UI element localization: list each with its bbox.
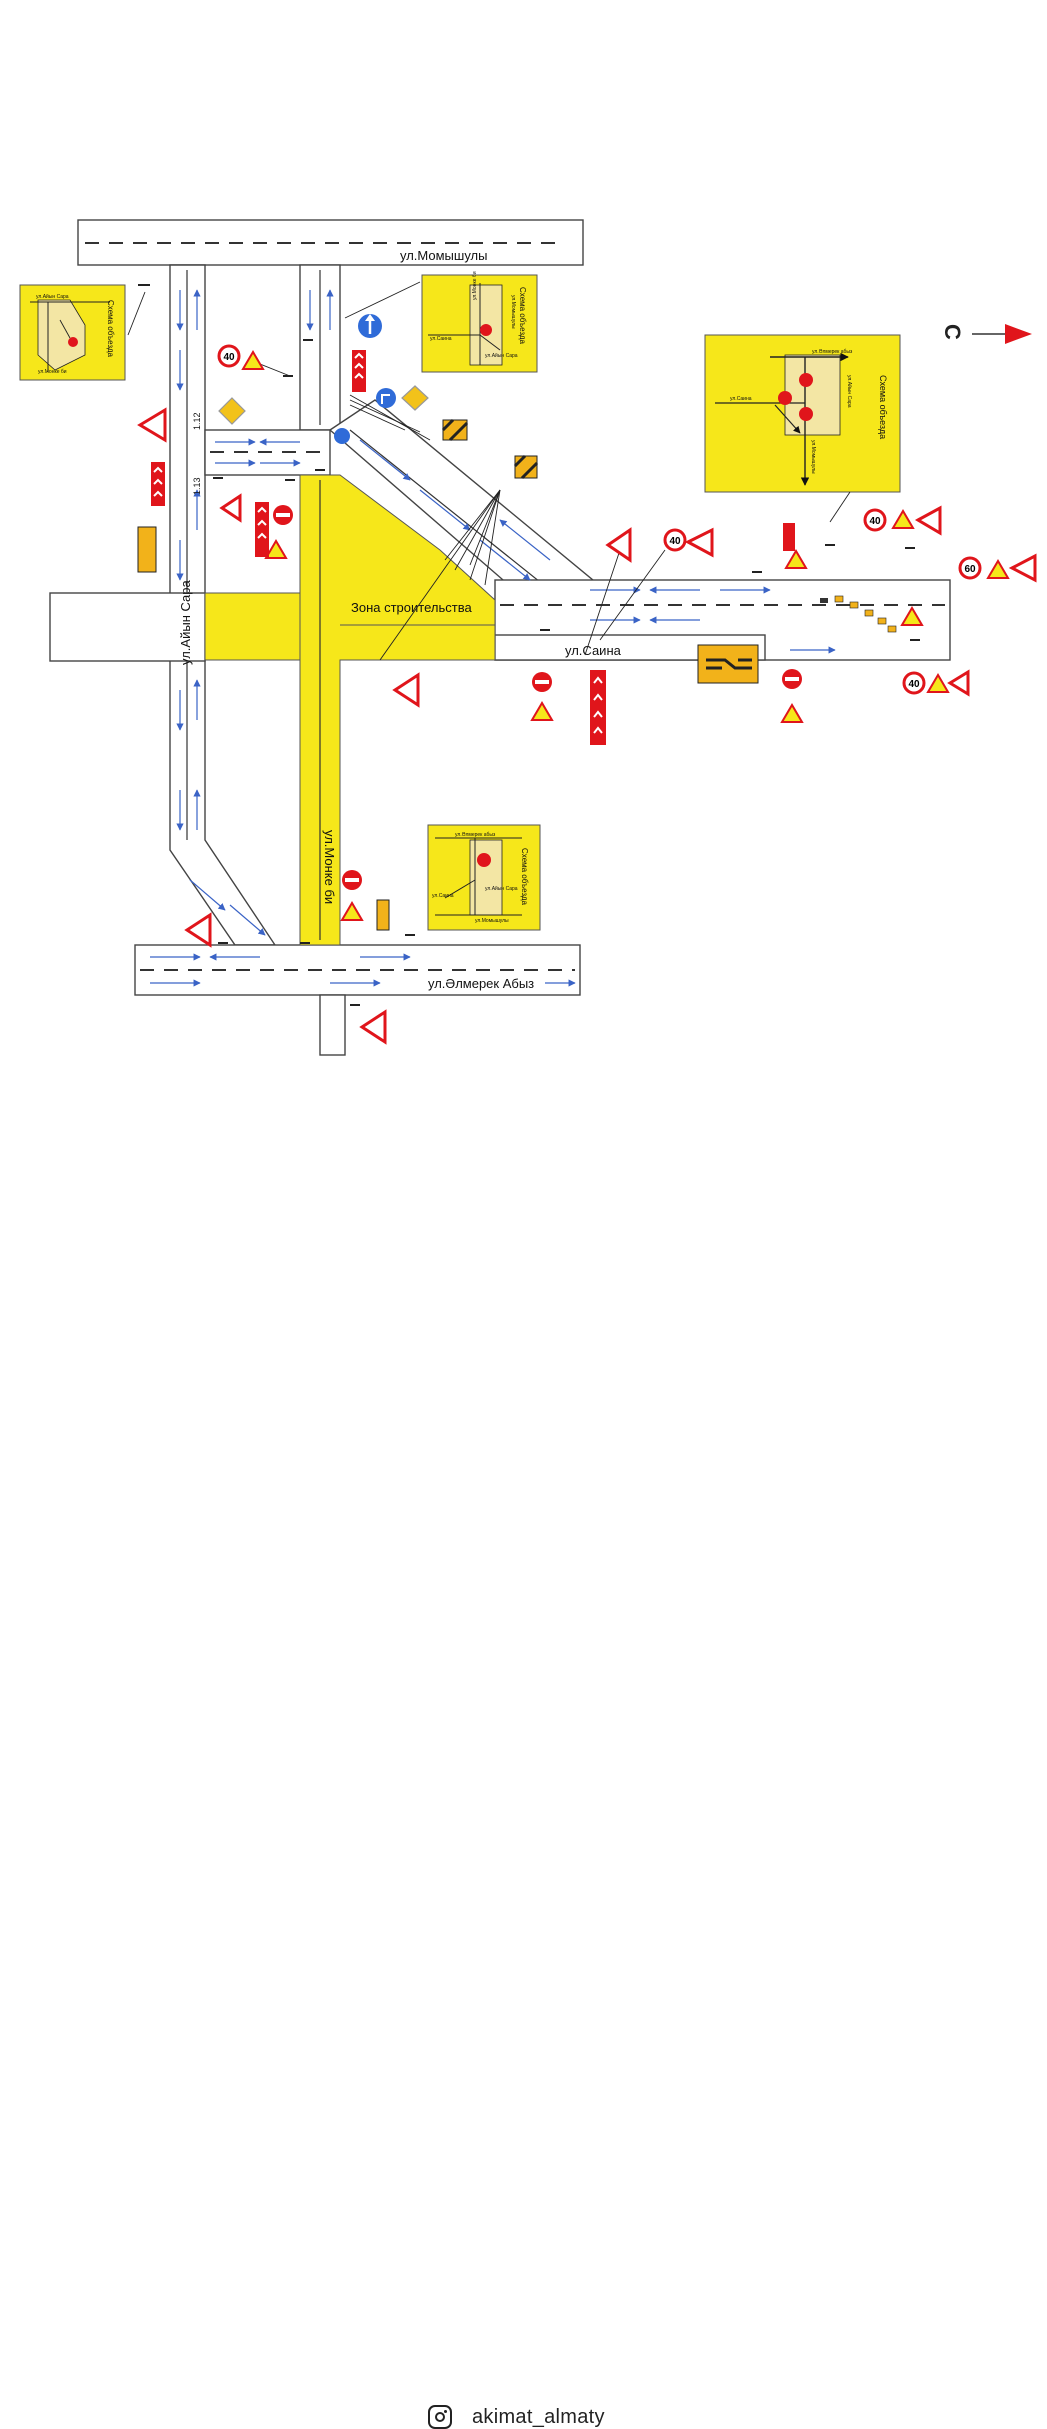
road-narrowing-sign (684, 527, 714, 558)
speed-limit-40-sign: 40 (863, 508, 887, 532)
marking-1-13: 1.13 (192, 477, 202, 495)
chevron-board (255, 502, 269, 557)
hazard-board (441, 418, 469, 442)
priority-road-sign (218, 397, 246, 425)
construction-zone-label: Зона строительства (351, 600, 472, 615)
scheme-tl-label-1: ул.Айын Сара (36, 293, 69, 300)
scheme-r-label-3: ул.Айын Сара (846, 375, 853, 408)
street-label-momyshuly: ул.Момышулы (400, 248, 487, 263)
speed-limit-40-sign: 40 (902, 671, 926, 695)
footer: akimat_almaty (0, 1195, 1047, 2429)
road-works-sign (530, 701, 554, 721)
scheme-tc-title: Схема объезда (518, 287, 527, 345)
scheme-tc-label-1: ул.Саина (430, 336, 452, 342)
turn-right-only-sign (376, 388, 396, 408)
detour-scheme-top-center: ул.Саина ул.Айын Сара ул.Монке би ул.Мом… (421, 271, 538, 373)
scheme-b-title: Схема объезда (520, 848, 529, 906)
scheme-r-label-4: ул.Момышулы (810, 440, 816, 474)
detour-scheme-right: ул.Әлмерек абыз ул.Саина ул.Айын Сара ул… (704, 334, 901, 493)
priority-road-sign (401, 385, 429, 411)
no-entry-sign (782, 669, 802, 689)
warning-triangle-sign (359, 1009, 387, 1045)
scheme-b-label-2: ул.Айын Сара (485, 885, 518, 892)
sign-posts (138, 284, 920, 1006)
road-narrowing-sign (947, 669, 970, 697)
scheme-tc-label-2: ул.Айын Сара (485, 352, 518, 359)
road-works-sign (784, 549, 808, 569)
road-works-sign (264, 539, 288, 559)
road-works-sign (780, 703, 804, 723)
road-narrowing-sign (605, 527, 632, 563)
scheme-tl-title: Схема объезда (106, 300, 115, 358)
svg-text:40: 40 (669, 536, 681, 547)
left-stub-road (49, 592, 206, 662)
north-arrow: С (940, 324, 1032, 344)
street-momyshuly-road (77, 219, 584, 266)
straight-only-sign (358, 314, 382, 338)
svg-text:60: 60 (964, 564, 976, 575)
lane-shift-sign (697, 644, 759, 684)
no-entry-sign (273, 505, 293, 525)
detour-scheme-top-left: ул.Айын Сара ул.Монке би Схема объезда (19, 284, 126, 381)
scheme-r-label-2: ул.Саина (730, 396, 752, 402)
road-narrowing-sign (914, 505, 942, 536)
direction-sign (334, 428, 350, 444)
marking-1-12: 1.12 (192, 412, 202, 430)
scheme-tl-label-2: ул.Монке би (38, 369, 67, 375)
street-label-olmerek: ул.Әлмерек Абыз (428, 976, 534, 991)
scheme-tc-label-3: ул.Монке би (472, 271, 478, 300)
scheme-tc-label-4: ул.Момышулы (510, 295, 516, 329)
construction-zone: Зона строительства (204, 474, 496, 946)
north-arrow-icon (1005, 324, 1032, 344)
no-entry-sign (342, 870, 362, 890)
road-narrowing-sign (392, 672, 420, 708)
street-monke-bi-north-road (299, 264, 341, 431)
street-label-monke-bi: ул.Монке би (322, 830, 337, 904)
traffic-scheme-map: Зона строительства (19, 219, 1037, 1056)
svg-text:40: 40 (869, 516, 881, 527)
street-olmerek-abyz-road (134, 944, 581, 1056)
road-works-sign (900, 606, 924, 626)
chevron-board (352, 350, 366, 392)
scheme-b-label-4: ул.Саина (432, 893, 454, 899)
detour-info-board (376, 899, 390, 931)
no-entry-sign (532, 672, 552, 692)
street-label-saina: ул.Саина (565, 643, 622, 658)
detour-info-board (137, 526, 157, 573)
road-works-sign (891, 509, 915, 529)
speed-limit-40-sign: 40 (663, 528, 687, 552)
speed-limit-40-sign: 40 (217, 344, 241, 368)
detour-scheme-bottom: ул.Әлмерек абыз ул.Айын Сара ул.Момышулы… (427, 824, 541, 931)
scheme-r-title: Схема объезда (878, 375, 888, 439)
svg-text:40: 40 (908, 679, 920, 690)
road-narrowing-sign (1008, 553, 1037, 583)
road-works-sign (986, 559, 1010, 579)
scheme-b-label-3: ул.Момышулы (475, 918, 509, 924)
chevron-board (590, 670, 606, 745)
street-label-aiyn-sara: ул.Айын Сара (178, 580, 193, 665)
svg-text:40: 40 (223, 352, 235, 363)
road-works-sign (340, 901, 364, 921)
warning-triangle-sign (219, 493, 242, 523)
road-works-sign (926, 673, 950, 693)
chevron-board (151, 462, 165, 506)
scheme-r-label-1: ул.Әлмерек абыз (812, 349, 853, 355)
road-works-sign (241, 350, 265, 370)
scheme-b-label-1: ул.Әлмерек абыз (455, 832, 496, 838)
barrier-cones (820, 595, 897, 633)
warning-triangle-sign (137, 407, 167, 443)
north-label: С (940, 324, 965, 340)
sign-leader-lines (127, 281, 851, 661)
traffic-flow-arrows (150, 289, 836, 987)
hazard-board (513, 454, 539, 480)
warning-triangle-sign (184, 912, 212, 948)
speed-limit-60-sign: 60 (958, 556, 982, 580)
chevron-board (783, 523, 795, 551)
cross-road-aiyn-sara (204, 429, 331, 476)
footer-handle[interactable]: akimat_almaty (472, 2406, 605, 2428)
instagram-icon[interactable] (428, 2405, 452, 2429)
